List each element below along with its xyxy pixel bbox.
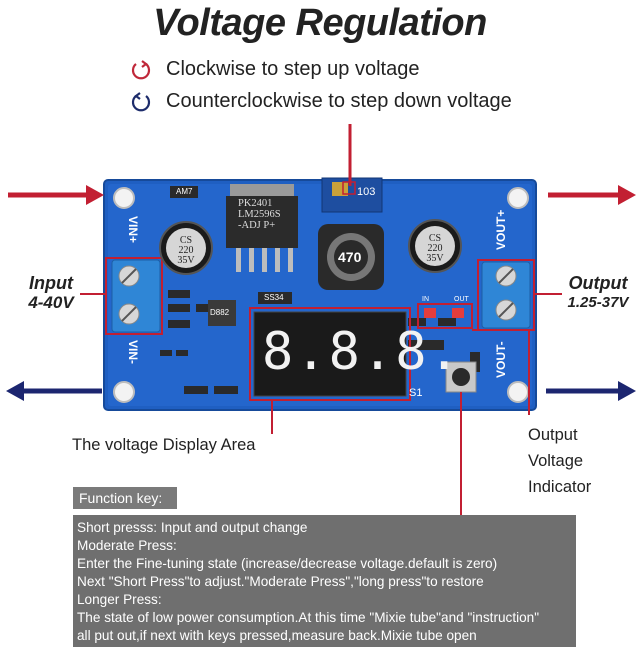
output-arrow-blue	[546, 381, 636, 401]
chip-marking: PK2401 LM2596S -ADJ P+	[238, 198, 281, 231]
input-label-name: Input	[29, 273, 73, 293]
fk-line-5: Longer Press:	[77, 592, 162, 607]
input-label: Input 4-40V	[20, 273, 82, 313]
fk-line-3: Enter the Fine-tuning state (increase/de…	[77, 556, 498, 571]
fk-line-1: Short presss: Input and output change	[77, 520, 308, 535]
output-label-name: Output	[568, 273, 628, 293]
clockwise-arrow-icon	[131, 59, 151, 79]
diode-marking: SS34	[264, 293, 284, 302]
indicator-label-line-1: Output	[528, 426, 578, 444]
capacitor-left-marking: CS 220 35V	[172, 236, 200, 266]
page-title: Voltage Regulation	[153, 2, 487, 44]
inductor-marking: 470	[338, 249, 362, 265]
display-area-label: The voltage Display Area	[72, 436, 256, 454]
output-terminal-block	[477, 259, 535, 331]
cap-right-line-3: 35V	[426, 253, 444, 264]
vout-minus-label: VOUT-	[494, 341, 508, 378]
display-digits: 8.8.8.	[262, 322, 462, 382]
fk-line-2: Moderate Press:	[77, 538, 177, 553]
input-arrow-red	[8, 185, 104, 205]
regulator-chip	[226, 184, 298, 272]
fk-line-7: all put out,if next with keys pressed,me…	[77, 628, 477, 643]
push-button-s1	[445, 361, 477, 393]
chip-line-1: PK2401	[238, 198, 273, 209]
cap-left-line-1: CS	[179, 235, 193, 246]
output-label-range: 1.25-37V	[567, 294, 629, 311]
am-marking: AM7	[176, 187, 193, 196]
fk-line-4: Next "Short Press"to adjust."Moderate Pr…	[77, 574, 484, 589]
cap-right-line-1: CS	[428, 233, 442, 244]
cap-left-line-3: 35V	[177, 255, 195, 266]
vin-plus-label: VIN+	[126, 216, 140, 244]
vout-plus-label: VOUT+	[494, 209, 508, 250]
cap-right-line-2: 220	[427, 243, 443, 254]
output-label: Output 1.25-37V	[557, 273, 639, 313]
capacitor-right-marking: CS 220 35V	[421, 234, 449, 264]
input-label-range: 4-40V	[28, 293, 74, 312]
function-key-header: Function key:	[73, 487, 177, 509]
fk-line-6: The state of low power consumption.At th…	[77, 610, 540, 625]
chip-line-3: -ADJ P+	[238, 220, 276, 231]
potentiometer-marking: 103	[357, 186, 376, 198]
counterclockwise-arrow-icon	[131, 91, 151, 111]
inductor	[318, 224, 384, 290]
capacitor-left	[159, 221, 213, 275]
legend-clockwise: Clockwise to step up voltage	[130, 58, 419, 81]
capacitor-right	[408, 219, 462, 273]
legend-clockwise-text: Clockwise to step up voltage	[166, 58, 420, 80]
indicator-label: Output Voltage Indicator	[528, 422, 591, 500]
function-key-description: Short presss: Input and output change Mo…	[73, 515, 576, 647]
board-illustration	[6, 124, 636, 515]
in-marking: IN	[422, 296, 429, 303]
s1-marking: S1	[409, 387, 423, 399]
transistor-marking: D882	[210, 308, 230, 317]
led-indicators	[424, 308, 464, 318]
input-arrow-blue	[6, 381, 102, 401]
potentiometer	[321, 177, 383, 213]
cap-left-line-2: 220	[178, 245, 194, 256]
indicator-label-line-2: Voltage	[528, 452, 584, 470]
legend-counterclockwise-text: Counterclockwise to step down voltage	[166, 90, 512, 112]
input-terminal-block	[105, 257, 163, 335]
indicator-label-line-3: Indicator	[528, 478, 592, 496]
legend-counterclockwise: Counterclockwise to step down voltage	[130, 90, 512, 113]
output-arrow-red	[548, 185, 636, 205]
transistor	[208, 300, 236, 326]
seven-segment-display	[249, 307, 411, 401]
vin-minus-label: VIN-	[126, 340, 140, 364]
indicator-highlight	[417, 303, 473, 329]
out-marking: OUT	[454, 296, 469, 303]
chip-line-2: LM2596S	[238, 209, 281, 220]
